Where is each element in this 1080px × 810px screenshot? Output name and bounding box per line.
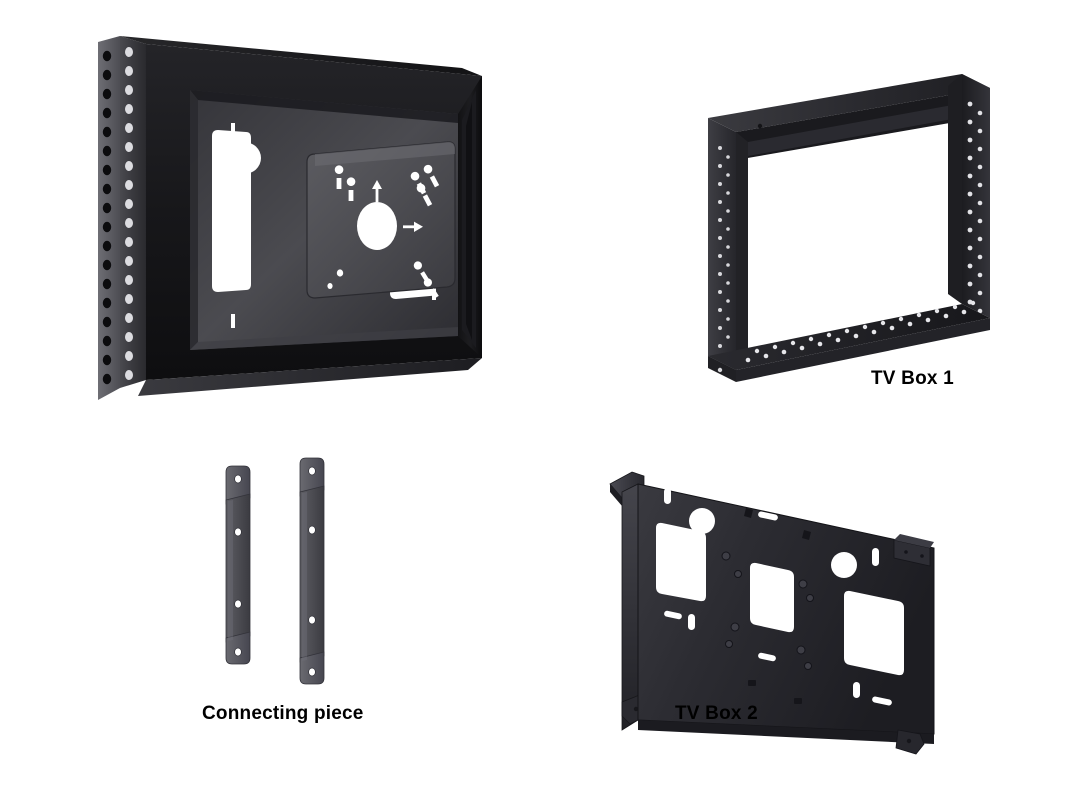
tv-box-2-drawing <box>609 471 935 755</box>
tvbox2-right-tab-hole <box>906 738 912 744</box>
caption-tv-box-2: TV Box 2 <box>675 703 758 724</box>
vesa-keyhole-lower-right <box>413 261 439 299</box>
connecting-piece-right-hole-4 <box>308 667 316 677</box>
caption-connecting-piece: Connecting piece <box>202 703 364 724</box>
enclosure-access-hole-left <box>227 142 261 174</box>
tvbox2-bracket-hole-b <box>920 554 924 558</box>
tvbox2-square-cutout-3 <box>844 590 904 676</box>
connecting-piece-right <box>299 457 325 685</box>
tvbox1-left-rail <box>708 118 748 370</box>
tv-box-1-drawing <box>708 74 990 382</box>
vesa-pin-hole-a <box>336 269 344 277</box>
tvbox1-right-flange-holes <box>967 101 983 314</box>
caption-tv-box-1: TV Box 1 <box>871 368 954 389</box>
tvbox1-fixing-hole-top <box>757 123 763 129</box>
connecting-piece-left-hole-4 <box>234 647 242 657</box>
tvbox2-square-cutout-2 <box>750 562 794 633</box>
left-panel-vent-holes-second-column <box>125 47 133 380</box>
tvbox1-bottom-flange-holes <box>745 300 976 363</box>
left-panel-vent-holes <box>102 50 112 385</box>
tvbox2-top-right-bracket <box>893 534 934 567</box>
connecting-piece-right-hole-1 <box>308 466 316 476</box>
part-connecting-pieces <box>210 457 360 700</box>
tvbox1-fixing-hole-bottom-left <box>717 367 723 373</box>
tvbox2-left-tab-hole <box>633 706 639 712</box>
tvbox2-slot-vents <box>664 480 892 706</box>
part-main-enclosure <box>90 28 500 428</box>
tvbox2-left-flange <box>621 483 651 731</box>
connecting-piece-right-hole-2 <box>308 525 316 535</box>
part-tv-box-1 <box>700 70 1000 400</box>
enclosure-right-open-end <box>458 76 482 358</box>
tvbox1-top-rail <box>708 74 990 160</box>
vesa-keyhole-upper-right <box>410 164 440 207</box>
enclosure-vesa-mounting-plate <box>306 141 456 299</box>
connecting-piece-left <box>225 465 251 665</box>
tvbox1-bottom-rail <box>708 300 990 382</box>
tvbox2-circle-hole-left <box>689 508 715 534</box>
tvbox2-square-cutout-1 <box>656 522 706 602</box>
connecting-piece-left-hole-2 <box>234 527 242 537</box>
tvbox2-stiffening-ribs <box>744 508 811 704</box>
enclosure-alignment-tick-top-left <box>231 123 235 137</box>
tvbox2-bottom-flange <box>638 720 934 755</box>
tvbox2-bracket-hole-a <box>904 550 908 554</box>
vesa-pin-hole-b <box>327 283 333 289</box>
vesa-up-arrow-marker <box>372 180 382 202</box>
vesa-cable-passthrough <box>357 202 397 250</box>
vesa-keyhole-upper-left <box>334 165 356 201</box>
part-tv-box-2 <box>598 462 948 762</box>
enclosure-left-side-panel <box>98 36 146 400</box>
tvbox2-circle-hole-right <box>831 552 857 578</box>
connecting-pieces-drawing <box>225 457 325 685</box>
tvbox1-right-rail <box>948 74 990 318</box>
connecting-piece-right-hole-3 <box>308 615 316 625</box>
connecting-piece-left-hole-1 <box>234 474 242 484</box>
tvbox2-vesa-bosses <box>721 551 814 670</box>
enclosure-alignment-tick-bottom-left <box>231 314 235 328</box>
vesa-right-arrow-marker <box>403 221 423 232</box>
main-enclosure-drawing <box>98 36 482 400</box>
connecting-piece-left-hole-3 <box>234 599 242 609</box>
